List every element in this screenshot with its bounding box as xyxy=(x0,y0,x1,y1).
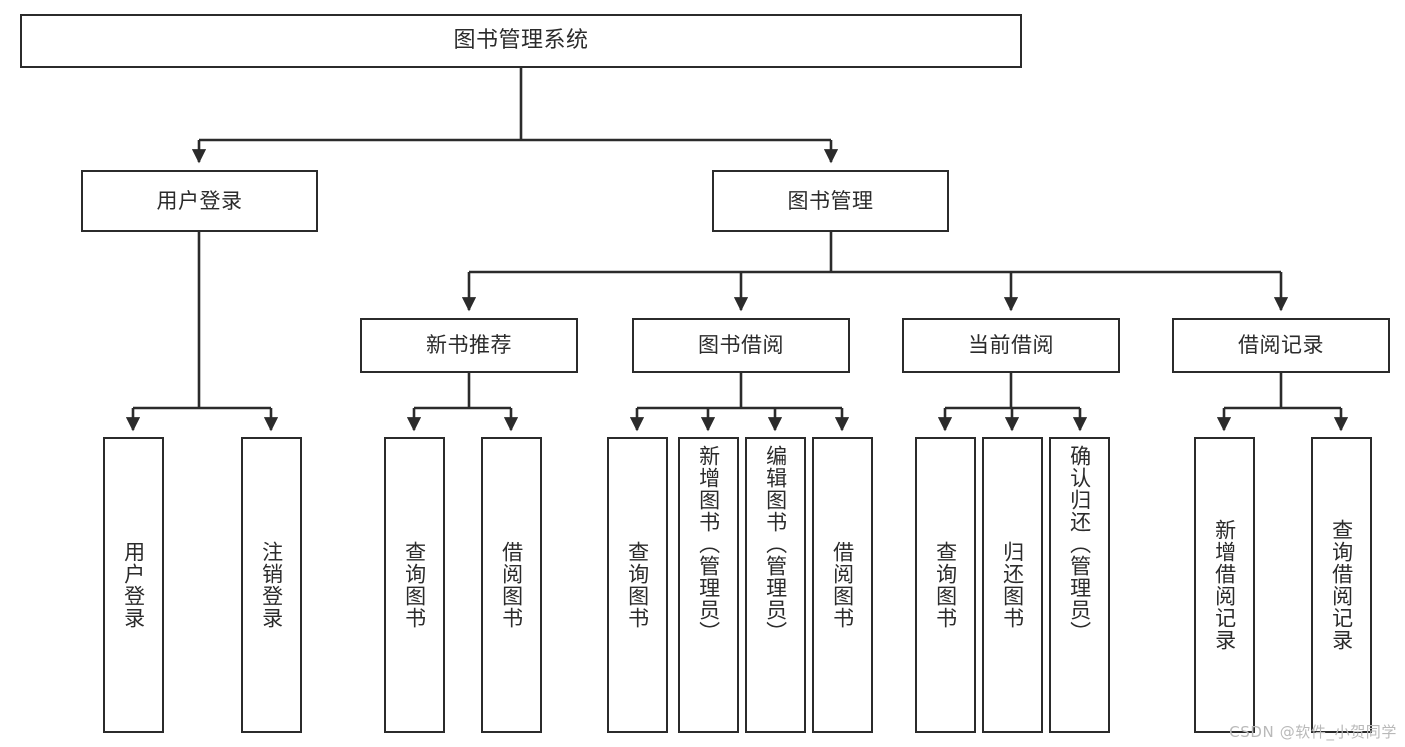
node-leaf-query-book-recommend[interactable]: 查询图书 xyxy=(384,437,445,733)
node-leaf-add-book-admin[interactable]: 新增图书（管理员） xyxy=(678,437,739,733)
node-root-system[interactable]: 图书管理系统 xyxy=(20,14,1022,68)
node-label: 查询图书 xyxy=(625,541,650,629)
node-leaf-borrow-book-recommend[interactable]: 借阅图书 xyxy=(481,437,542,733)
node-label: 查询图书 xyxy=(933,541,958,629)
node-book-borrow[interactable]: 图书借阅 xyxy=(632,318,850,373)
node-user-login-module[interactable]: 用户登录 xyxy=(81,170,318,232)
node-label: 借阅图书 xyxy=(499,541,524,629)
node-leaf-return-book[interactable]: 归还图书 xyxy=(982,437,1043,733)
node-leaf-borrow-book[interactable]: 借阅图书 xyxy=(812,437,873,733)
node-label: 当前借阅 xyxy=(968,333,1054,358)
node-leaf-query-borrow-record[interactable]: 查询借阅记录 xyxy=(1311,437,1372,733)
node-label: 新增借阅记录 xyxy=(1212,519,1237,651)
node-label: 新书推荐 xyxy=(426,333,512,358)
node-label: 用户登录 xyxy=(121,541,146,629)
node-leaf-confirm-return-admin[interactable]: 确认归还（管理员） xyxy=(1049,437,1110,733)
node-new-book-recommend[interactable]: 新书推荐 xyxy=(360,318,578,373)
node-borrow-record[interactable]: 借阅记录 xyxy=(1172,318,1390,373)
node-current-borrow[interactable]: 当前借阅 xyxy=(902,318,1120,373)
node-label: 查询借阅记录 xyxy=(1329,519,1354,651)
node-label: 图书管理 xyxy=(787,188,874,213)
node-label: 图书管理系统 xyxy=(453,28,589,54)
node-label: 注销登录 xyxy=(259,541,284,629)
node-leaf-query-book-current[interactable]: 查询图书 xyxy=(915,437,976,733)
node-leaf-user-logout[interactable]: 注销登录 xyxy=(241,437,302,733)
node-label: 用户登录 xyxy=(156,188,243,213)
node-leaf-add-borrow-record[interactable]: 新增借阅记录 xyxy=(1194,437,1255,733)
node-label: 查询图书 xyxy=(402,541,427,629)
node-leaf-user-login[interactable]: 用户登录 xyxy=(103,437,164,733)
node-leaf-query-book[interactable]: 查询图书 xyxy=(607,437,668,733)
watermark-text: CSDN @软件_小贺同学 xyxy=(1229,723,1397,741)
node-leaf-edit-book-admin[interactable]: 编辑图书（管理员） xyxy=(745,437,806,733)
node-label: 归还图书 xyxy=(1000,541,1025,629)
node-label: 新增图书（管理员） xyxy=(696,445,721,643)
node-label: 图书借阅 xyxy=(698,333,784,358)
node-label: 借阅图书 xyxy=(830,541,855,629)
node-label: 借阅记录 xyxy=(1238,333,1324,358)
node-label: 编辑图书（管理员） xyxy=(763,445,788,643)
node-label: 确认归还（管理员） xyxy=(1067,445,1092,643)
node-book-management-module[interactable]: 图书管理 xyxy=(712,170,949,232)
